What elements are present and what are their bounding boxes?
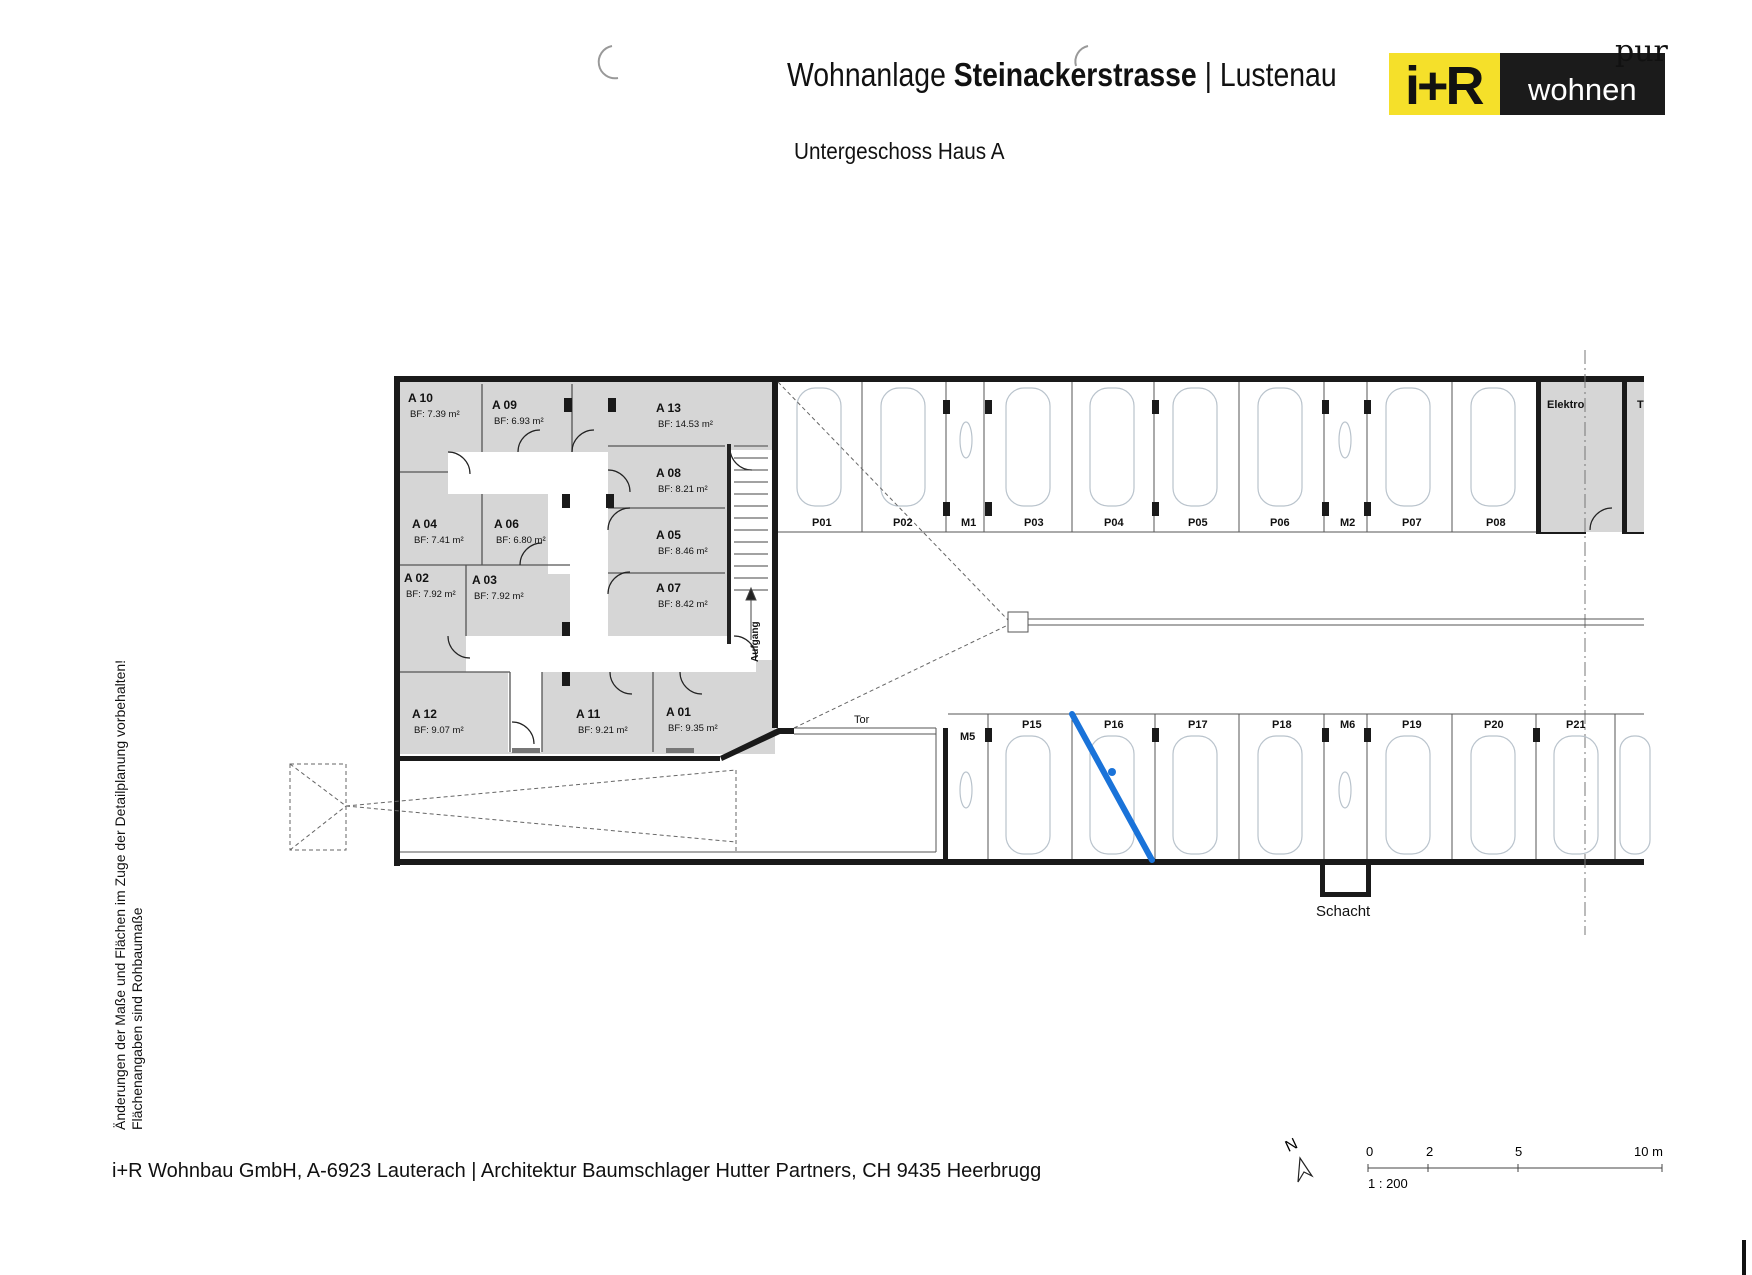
storage-unit-id: A 09 [492, 398, 517, 412]
parking-label: P04 [1104, 517, 1124, 529]
storage-unit-area: BF: 9.07 m² [414, 725, 464, 736]
storage-unit-area: BF: 7.92 m² [474, 591, 524, 602]
parking-label: P21 [1566, 719, 1586, 731]
elektro-room [1541, 382, 1622, 532]
storage-unit-area: BF: 7.41 m² [414, 535, 464, 546]
storage-unit-area: BF: 8.21 m² [658, 484, 708, 495]
car-outlines [796, 387, 1651, 855]
footer-credits: i+R Wohnbau GmbH, A-6923 Lauterach | Arc… [112, 1160, 1042, 1182]
parking-label: P19 [1402, 719, 1422, 731]
wall-stubs [512, 398, 694, 753]
storage-unit-id: A 08 [656, 466, 681, 480]
storage-unit-id: A 02 [404, 571, 429, 585]
parking-label: M2 [1340, 517, 1355, 529]
logo-script: pur [1615, 34, 1668, 69]
door-arcs [447, 429, 757, 745]
punch-hole-mark [597, 45, 619, 80]
logo-mark: i+R [1405, 56, 1485, 116]
tor-label: Tor [854, 714, 870, 726]
labels: Elektro T Tor Schacht Aufgang [750, 399, 1644, 920]
elektro-label: Elektro [1547, 399, 1585, 411]
corridors [448, 450, 776, 752]
storage-partitions [400, 384, 725, 752]
storage-unit-id: A 01 [666, 705, 691, 719]
parking-label: P02 [893, 517, 913, 529]
storage-unit-area: BF: 9.21 m² [578, 725, 628, 736]
storage-unit-area: BF: 9.35 m² [668, 723, 718, 734]
logo-word: wohnen [1528, 72, 1637, 107]
storage-unit-id: A 05 [656, 528, 681, 542]
page-subtitle: Untergeschoss Haus A [794, 138, 1005, 164]
north-label: N [1283, 1135, 1301, 1155]
ramp-lines [289, 381, 1009, 852]
stair-wall [727, 444, 731, 644]
t-label: T [1637, 399, 1644, 411]
storage-unit-area: BF: 7.39 m² [410, 409, 460, 420]
columns [943, 400, 1540, 742]
parking-label: P15 [1022, 719, 1042, 731]
parking-label: P01 [812, 517, 832, 529]
storage-unit-area: BF: 14.53 m² [658, 419, 713, 430]
staircase [734, 445, 768, 640]
parking-lines [778, 382, 1644, 859]
storage-unit-id: A 11 [576, 707, 601, 721]
storage-unit-area: BF: 6.93 m² [494, 416, 544, 427]
punch-hole-mark [1074, 45, 1089, 67]
parking-label: P06 [1270, 517, 1290, 529]
storage-unit-id: A 03 [472, 573, 497, 587]
scale-bar: 0 2 5 10 m 1 : 200 [1366, 1144, 1663, 1191]
storage-unit-labels: A 10 BF: 7.39 m² A 09 BF: 6.93 m² A 13 BF: 14… [404, 391, 718, 736]
parking-label: P08 [1486, 517, 1506, 529]
driveway [400, 611, 1644, 853]
logo-yellow-block [1389, 53, 1502, 115]
aufgang-label: Aufgang [750, 621, 761, 662]
storage-unit-id: A 07 [656, 581, 681, 595]
parking-label: M5 [960, 731, 975, 743]
scale-tick-2: 2 [1426, 1144, 1433, 1159]
entry-wall [720, 728, 794, 761]
t-room [1627, 382, 1644, 532]
parking-label: P17 [1188, 719, 1208, 731]
storage-unit-id: A 04 [412, 517, 437, 531]
schacht-label: Schacht [1316, 903, 1371, 920]
parking-label: M6 [1340, 719, 1355, 731]
highlight-marker [1069, 711, 1155, 863]
storage-unit-area: BF: 7.92 m² [406, 589, 456, 600]
parking-label: M1 [961, 517, 976, 529]
storage-unit-id: A 12 [412, 707, 437, 721]
scale-tick-0: 0 [1366, 1144, 1373, 1159]
parking-label: P18 [1272, 719, 1292, 731]
storage-unit-area: BF: 8.42 m² [658, 599, 708, 610]
parking-label: P05 [1188, 517, 1208, 529]
storage-unit-id: A 13 [656, 401, 681, 415]
scale-tick-5: 5 [1515, 1144, 1522, 1159]
title-prefix: Wohnanlage [787, 56, 954, 93]
compass: N [1283, 1135, 1314, 1183]
storage-unit-area: BF: 8.46 m² [658, 546, 708, 557]
parking-label: P20 [1484, 719, 1504, 731]
storage-unit-id: A 10 [408, 391, 433, 405]
parking-label: P07 [1402, 517, 1422, 529]
title-suffix: | Lustenau [1196, 56, 1337, 93]
north-arrow-icon [1297, 1156, 1314, 1183]
scale-tick-10: 10 m [1634, 1144, 1663, 1159]
parking-label: P03 [1024, 517, 1044, 529]
storage-unit-id: A 06 [494, 517, 519, 531]
logo-black-block [1500, 53, 1665, 115]
scale-ratio: 1 : 200 [1368, 1176, 1408, 1191]
storage-unit-area: BF: 6.80 m² [496, 535, 546, 546]
elektro-door [1589, 507, 1613, 531]
parking-label: P16 [1104, 719, 1124, 731]
